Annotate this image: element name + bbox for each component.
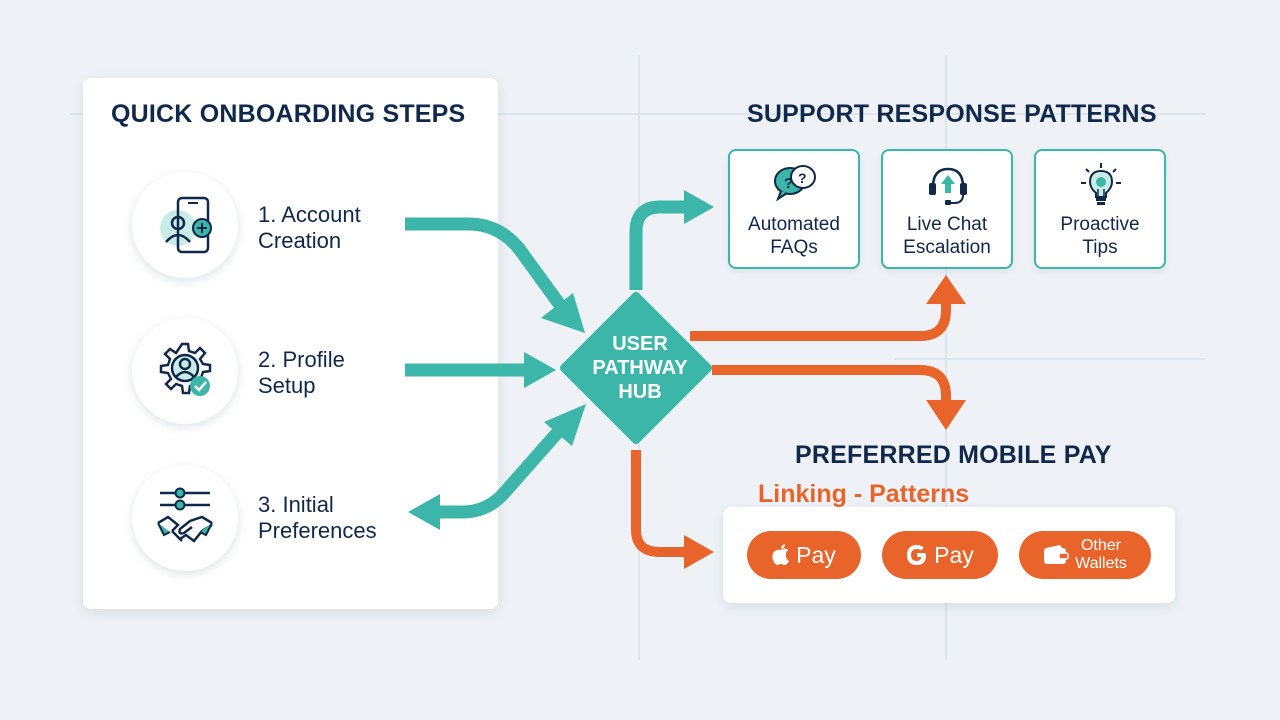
phone-user-add-icon	[160, 196, 212, 254]
grid-line	[70, 113, 1205, 115]
lightbulb-icon	[1081, 163, 1121, 205]
hub-label: USER PATHWAY HUB	[592, 333, 688, 403]
arrowhead-profile-to-hub	[524, 352, 556, 388]
wallet-icon	[1044, 545, 1069, 564]
step-initial-preferences-circle	[132, 465, 238, 571]
other-wallets-label: Other Wallets	[1075, 537, 1127, 572]
arrowhead-hub-to-preferences-left	[408, 494, 440, 530]
other-wallets-button[interactable]: Other Wallets	[1019, 531, 1151, 579]
arrow-hub-to-support	[629, 200, 688, 290]
grid-line	[895, 358, 1205, 360]
question-bubbles-icon: ? ?	[774, 165, 816, 202]
sliders-handshake-icon	[157, 487, 213, 543]
payments-subtitle: Linking - Patterns	[758, 480, 970, 508]
google-pay-label: Pay	[934, 541, 974, 568]
svg-text:?: ?	[784, 175, 793, 192]
support-card-live-chat-escalation[interactable]: Live Chat Escalation	[881, 149, 1013, 269]
arrow-hub-to-pay-options	[631, 450, 690, 557]
support-card-automated-faqs[interactable]: ? ? Automated FAQs	[728, 149, 860, 269]
support-card-proactive-tips[interactable]: Proactive Tips	[1034, 149, 1166, 269]
onboarding-title: QUICK ONBOARDING STEPS	[111, 100, 466, 128]
arrow-account-to-hub	[405, 217, 566, 309]
step-profile-setup-label: 2. Profile Setup	[258, 347, 345, 398]
google-g-icon	[907, 545, 927, 565]
support-card-label: Proactive Tips	[1060, 214, 1140, 258]
google-pay-button[interactable]: Pay	[882, 531, 998, 579]
payments-title: PREFERRED MOBILE PAY	[795, 441, 1112, 469]
hub-diamond	[560, 292, 712, 444]
arrow-hub-to-mobile-pay	[712, 365, 951, 404]
support-card-label: Automated FAQs	[748, 214, 840, 258]
arrowhead-hub-to-mobile-pay	[926, 400, 966, 430]
step-initial-preferences-label: 3. Initial Preferences	[258, 492, 377, 543]
step-profile-setup-circle	[132, 318, 238, 424]
support-title: SUPPORT RESPONSE PATTERNS	[747, 100, 1157, 128]
support-card-label: Live Chat Escalation	[903, 214, 991, 258]
apple-pay-button[interactable]: Pay	[747, 531, 861, 579]
arrowhead-account-to-hub	[541, 293, 585, 333]
headset-arrow-icon	[929, 167, 967, 205]
arrow-hub-to-preferences	[435, 427, 563, 519]
step-account-creation-label: 1. Account Creation	[258, 202, 361, 253]
gear-user-check-icon	[159, 342, 212, 396]
arrowhead-hub-to-pay-options	[684, 535, 714, 569]
arrow-hub-to-live-chat	[690, 300, 951, 341]
arrowhead-hub-to-live-chat	[926, 275, 966, 304]
arrowhead-hub-to-preferences-up	[544, 404, 586, 446]
svg-text:?: ?	[798, 170, 807, 186]
arrowhead-hub-to-support	[684, 190, 714, 224]
step-account-creation-circle	[132, 172, 238, 278]
apple-icon	[772, 544, 790, 565]
grid-line	[945, 55, 947, 660]
apple-pay-label: Pay	[796, 541, 836, 568]
